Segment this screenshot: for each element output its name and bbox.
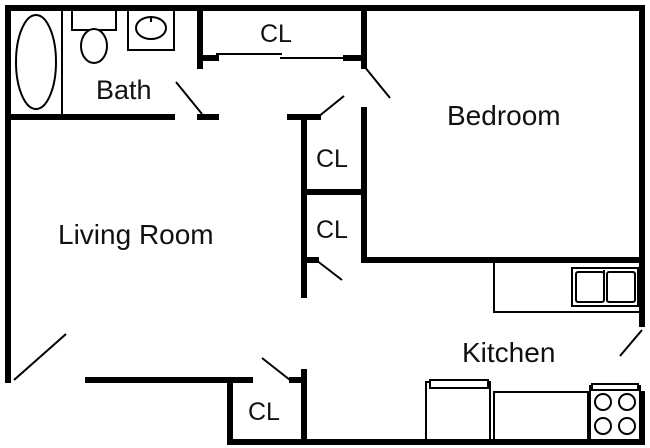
interior-walls — [5, 5, 645, 445]
closet-mid-1-label: CL — [316, 145, 348, 173]
lower-counter — [493, 391, 589, 441]
bathroom-sink-icon — [127, 9, 175, 51]
toilet-icon — [71, 9, 117, 64]
bathtub-icon — [9, 9, 63, 116]
bath-label: Bath — [96, 75, 152, 105]
exterior-walls — [5, 5, 645, 445]
closet-mid-2-label: CL — [316, 216, 348, 244]
doors — [13, 53, 643, 381]
closet-bottom-label: CL — [248, 398, 280, 426]
refrigerator-icon — [425, 379, 491, 441]
kitchen-sink-icon — [571, 267, 639, 307]
living-room-label: Living Room — [58, 219, 214, 250]
stove-icon — [589, 383, 641, 441]
kitchen-label: Kitchen — [462, 337, 555, 368]
closet-top-label: CL — [260, 20, 292, 48]
bedroom-label: Bedroom — [447, 100, 561, 131]
